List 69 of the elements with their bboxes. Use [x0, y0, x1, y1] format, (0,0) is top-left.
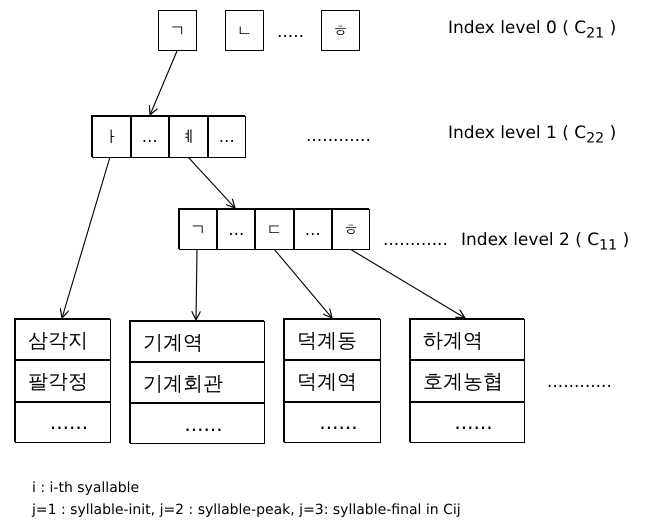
cell-text: …	[304, 222, 321, 238]
entry-list	[129, 320, 264, 443]
cell-text: 덕계역	[297, 370, 357, 391]
index-box	[225, 10, 264, 51]
cell-text: 하계역	[423, 330, 483, 350]
entry-cell	[410, 360, 525, 402]
cell-text: 삼각지	[28, 330, 88, 350]
note-text: i : i-th syallable	[32, 480, 140, 496]
ellipsis: .....	[277, 22, 304, 42]
cell-text: ㄷ	[266, 222, 282, 238]
level-label: Index level 0 ( C$_{21}$ )	[448, 18, 616, 42]
index-cell	[130, 321, 265, 362]
cell-text: 기계회관	[143, 372, 223, 392]
index-cell	[130, 403, 265, 444]
cell-text: ㅎ	[332, 22, 348, 38]
cell-text: …	[228, 222, 244, 238]
index-cell	[169, 116, 208, 158]
index-box	[321, 10, 360, 51]
cell-text: ㅖ	[180, 129, 196, 145]
entry-list	[14, 318, 110, 442]
entry-cell	[410, 402, 525, 443]
cell-text: ㄱ	[170, 22, 186, 38]
entry-list	[409, 318, 524, 442]
level-label: Index level 2 ( C$_{11}$ )	[461, 230, 630, 254]
arrow	[350, 248, 466, 319]
index-cell	[217, 209, 256, 250]
cell-text: …	[218, 129, 235, 145]
cell-text: ㅎ	[342, 222, 359, 238]
index-cell	[92, 116, 130, 158]
cell-text: ㄱ	[190, 222, 206, 238]
index-cell	[179, 209, 218, 250]
ellipsis: ............	[383, 230, 448, 250]
index-box	[158, 10, 197, 51]
arrow	[191, 249, 202, 321]
arrow	[60, 156, 111, 319]
arrow	[274, 248, 333, 319]
cell-text: ......	[319, 412, 358, 432]
index-cell	[208, 116, 246, 158]
index-array	[91, 115, 245, 157]
ellipsis: ............	[547, 372, 612, 392]
cell-text: ㄴ	[236, 22, 252, 38]
ellipsis: ............	[306, 126, 371, 146]
entry-cell	[15, 319, 111, 360]
cell-text: 기계역	[143, 332, 203, 352]
cell-text: …	[142, 129, 158, 145]
cell-text: ......	[184, 414, 223, 434]
entry-cell	[284, 360, 381, 402]
cell-text: ......	[454, 412, 493, 432]
index-cell	[130, 116, 169, 158]
note-text: j=1 : syllable-init, j=2 : syllable-peak, j=3: syllable-final in Cij	[32, 502, 461, 518]
arrow	[148, 50, 178, 116]
entry-cell	[410, 319, 525, 360]
cell-text: ......	[50, 412, 88, 432]
cell-text: 팔각정	[28, 370, 88, 391]
index-cell	[294, 209, 332, 250]
index-cell	[255, 209, 294, 250]
entry-list	[283, 318, 380, 442]
arrow	[188, 156, 236, 209]
cell-text: ㅏ	[103, 129, 120, 145]
index-cell	[332, 209, 370, 250]
level-label: Index level 1 ( C$_{22}$ )	[448, 123, 616, 146]
entry-cell	[284, 319, 381, 360]
entry-cell	[284, 402, 381, 443]
cell-text: 덕계동	[297, 330, 357, 350]
entry-cell	[15, 402, 111, 443]
cell-text: 호계농협	[423, 370, 503, 391]
index-cell	[130, 362, 265, 403]
index-array	[178, 208, 369, 249]
entry-cell	[15, 360, 111, 402]
